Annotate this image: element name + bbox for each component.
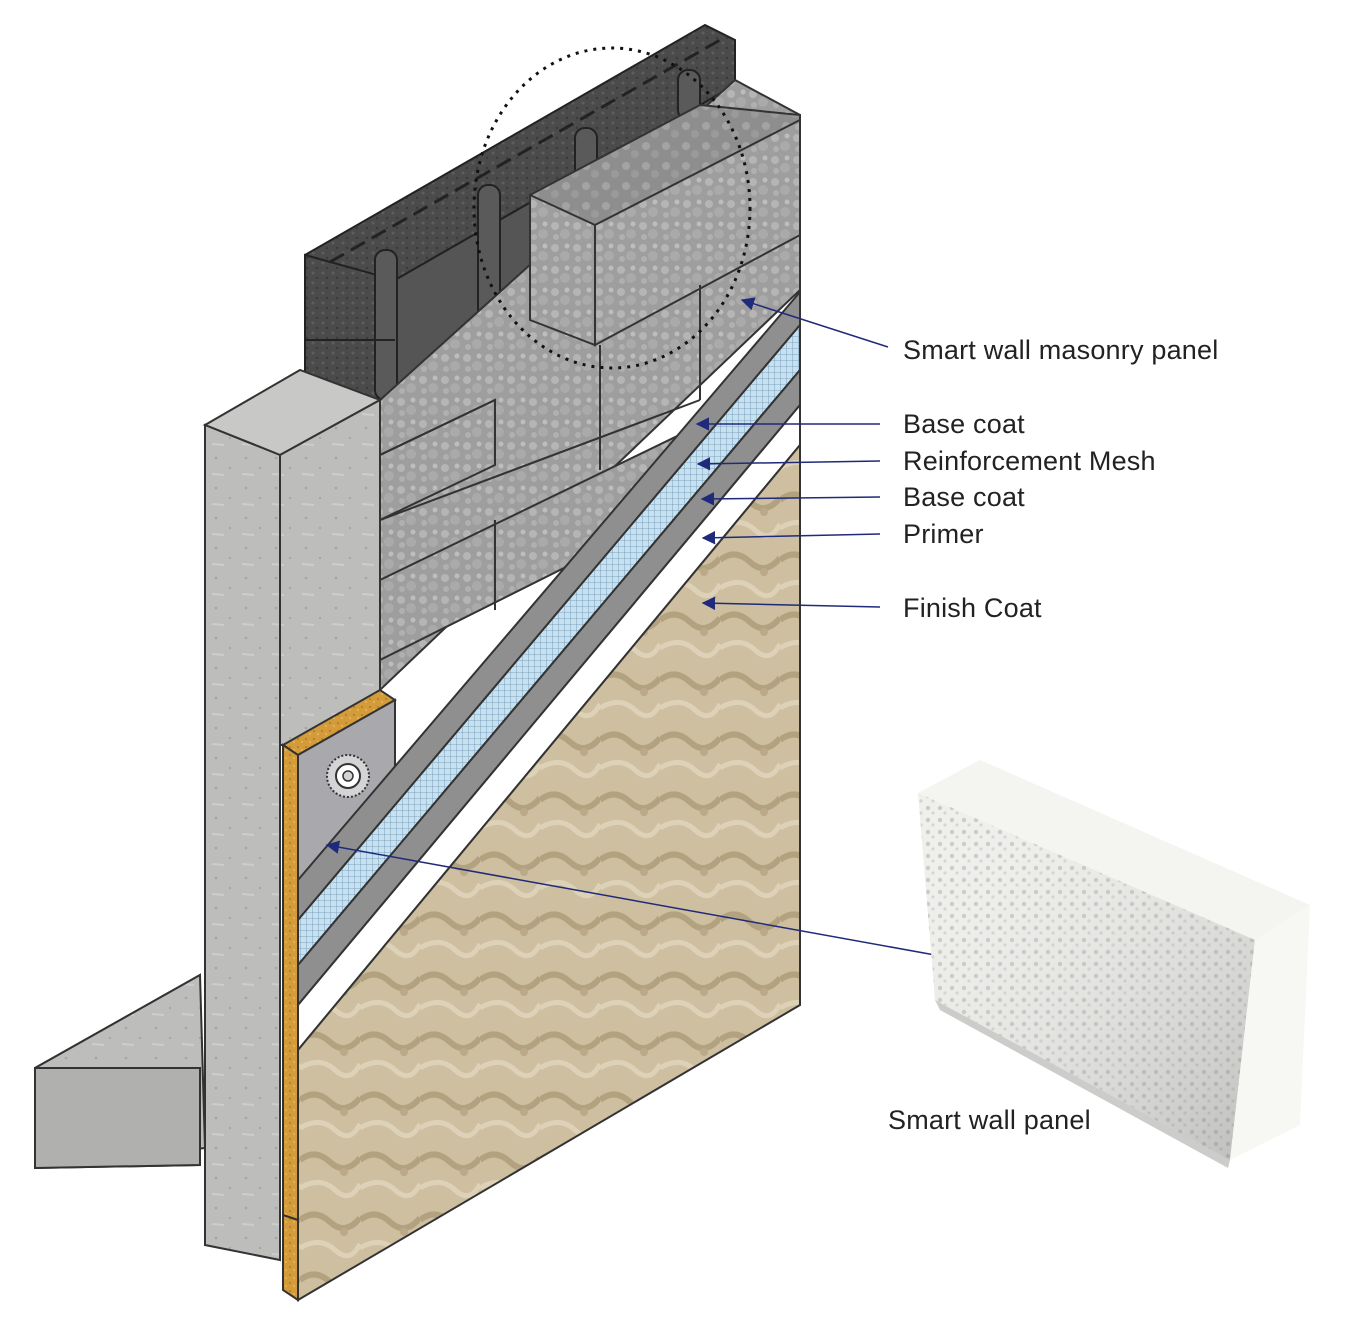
leader-smart-wall-panel xyxy=(325,840,936,956)
leader-base-coat-inner xyxy=(700,492,881,506)
concrete-column xyxy=(202,368,383,1262)
label-primer: Primer xyxy=(903,519,984,549)
label-smart-wall-panel: Smart wall panel xyxy=(888,1105,1091,1135)
leader-reinforcement-mesh xyxy=(696,457,881,471)
concrete-footing xyxy=(34,973,207,1170)
smart-wall-panel-image xyxy=(918,760,1310,1168)
leader-lines xyxy=(325,297,936,956)
label-base-coat-outer: Base coat xyxy=(903,409,1025,439)
label-base-coat-inner: Base coat xyxy=(903,482,1025,512)
leader-primer xyxy=(701,530,881,545)
insulation-board xyxy=(281,688,397,1302)
detail-circle xyxy=(472,46,752,370)
leader-masonry-panel xyxy=(740,297,889,348)
leader-finish-coat xyxy=(701,596,881,611)
fastener-icon xyxy=(326,754,370,798)
panel-board-face xyxy=(297,698,396,883)
label-reinforcement-mesh: Reinforcement Mesh xyxy=(903,446,1156,476)
label-finish-coat: Finish Coat xyxy=(903,593,1042,623)
label-masonry-panel: Smart wall masonry panel xyxy=(903,335,1219,365)
layer-finish-coat xyxy=(297,442,801,1302)
